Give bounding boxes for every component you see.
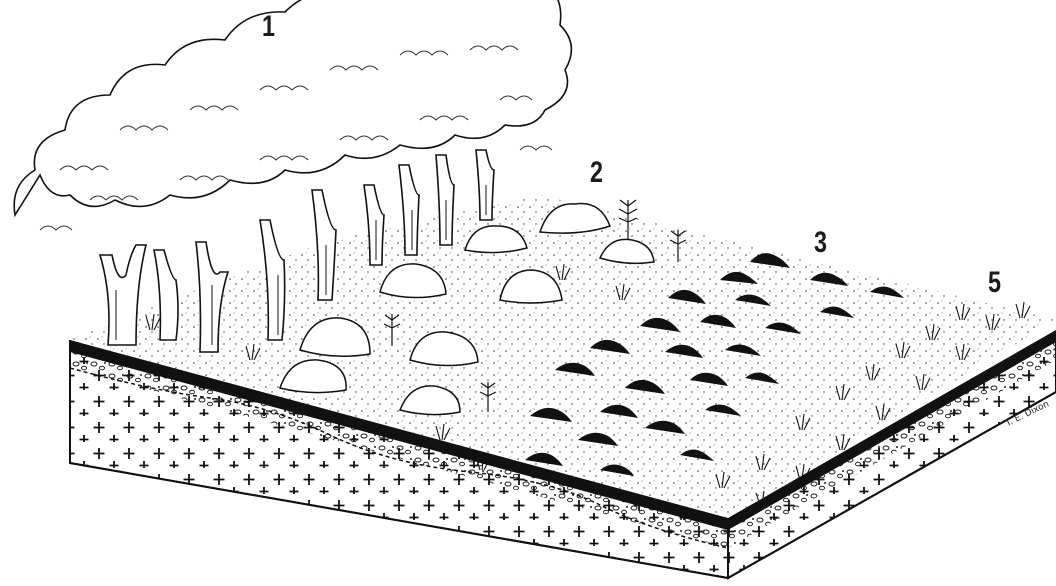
zone-label-1: 1	[262, 12, 275, 42]
zone-label-5: 5	[988, 268, 1001, 298]
zone-label-3: 3	[814, 228, 827, 258]
zone-label-2: 2	[590, 158, 603, 188]
